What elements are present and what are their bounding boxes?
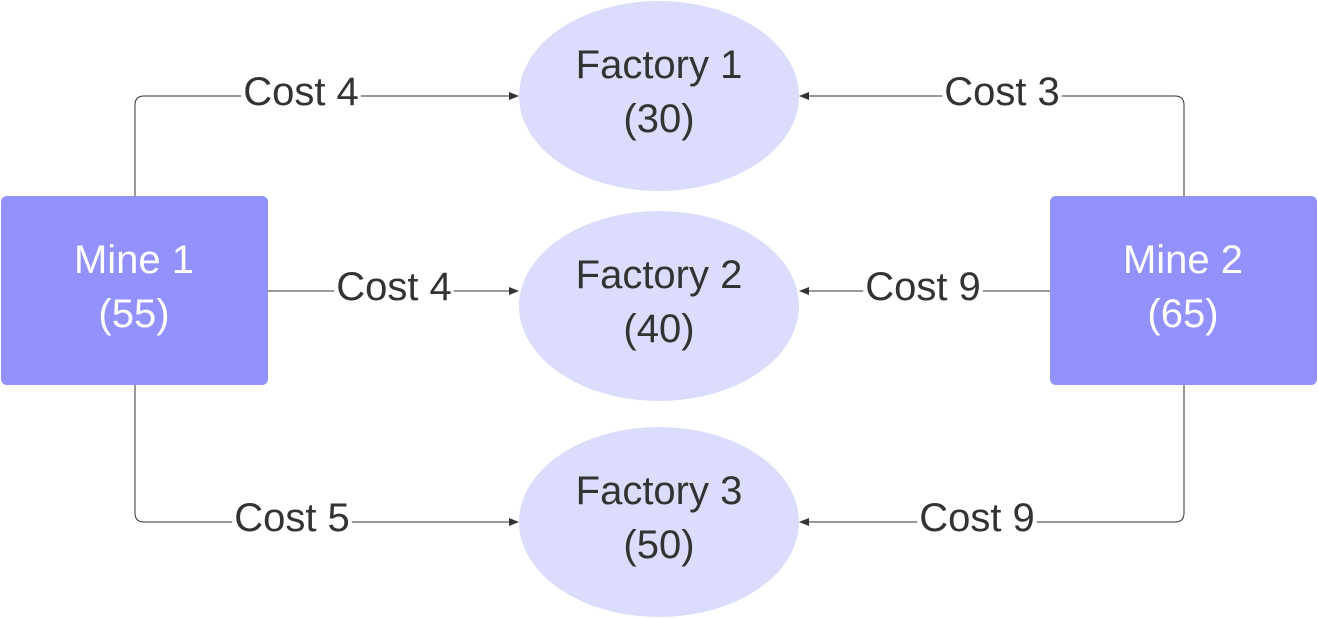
factory-name: Factory 2 — [576, 253, 743, 297]
factory-demand: (50) — [623, 523, 694, 567]
mine-supply: (55) — [98, 292, 169, 336]
edge-mine1-factory1 — [134, 92, 519, 196]
factory-name: Factory 1 — [576, 43, 743, 87]
edge-label-mine1-factory3: Cost 5 — [232, 496, 352, 540]
edge-mine2-factory3 — [799, 385, 1185, 526]
edge-label-text: Cost 9 — [919, 496, 1035, 540]
factory-name: Factory 3 — [576, 469, 743, 513]
mine-box — [1, 196, 268, 385]
mine-name: Mine 1 — [74, 238, 194, 282]
factory-node-1[interactable]: Factory 1 (30) — [519, 1, 799, 191]
edge-label-text: Cost 9 — [865, 265, 981, 309]
factory-ellipse — [519, 427, 799, 617]
factory-ellipse — [519, 1, 799, 191]
edge-label-mine2-factory3: Cost 9 — [917, 496, 1037, 540]
edge-label-mine2-factory1: Cost 3 — [942, 70, 1062, 114]
mine-supply: (65) — [1147, 292, 1218, 336]
edge-label-text: Cost 5 — [234, 496, 350, 540]
factory-node-2[interactable]: Factory 2 (40) — [519, 211, 799, 401]
edge-mine1-factory3 — [134, 385, 519, 526]
mine-node-2[interactable]: Mine 2 (65) — [1050, 196, 1317, 385]
edge-label-text: Cost 4 — [243, 70, 359, 114]
factory-demand: (30) — [623, 97, 694, 141]
edge-label-mine1-factory2: Cost 4 — [334, 265, 454, 309]
edge-label-mine1-factory1: Cost 4 — [241, 70, 361, 114]
mine-box — [1050, 196, 1317, 385]
edge-mine2-factory1 — [799, 92, 1185, 196]
edge-labels: Cost 4 Cost 4 Cost 5 Cost 3 Cost 9 Cost … — [232, 70, 1062, 540]
factory-ellipse — [519, 211, 799, 401]
edge-label-text: Cost 3 — [944, 70, 1060, 114]
edge-label-mine2-factory2: Cost 9 — [863, 265, 983, 309]
mine-node-1[interactable]: Mine 1 (55) — [1, 196, 268, 385]
edge-label-text: Cost 4 — [336, 265, 452, 309]
factory-node-3[interactable]: Factory 3 (50) — [519, 427, 799, 617]
factory-demand: (40) — [623, 307, 694, 351]
mine-name: Mine 2 — [1123, 238, 1243, 282]
